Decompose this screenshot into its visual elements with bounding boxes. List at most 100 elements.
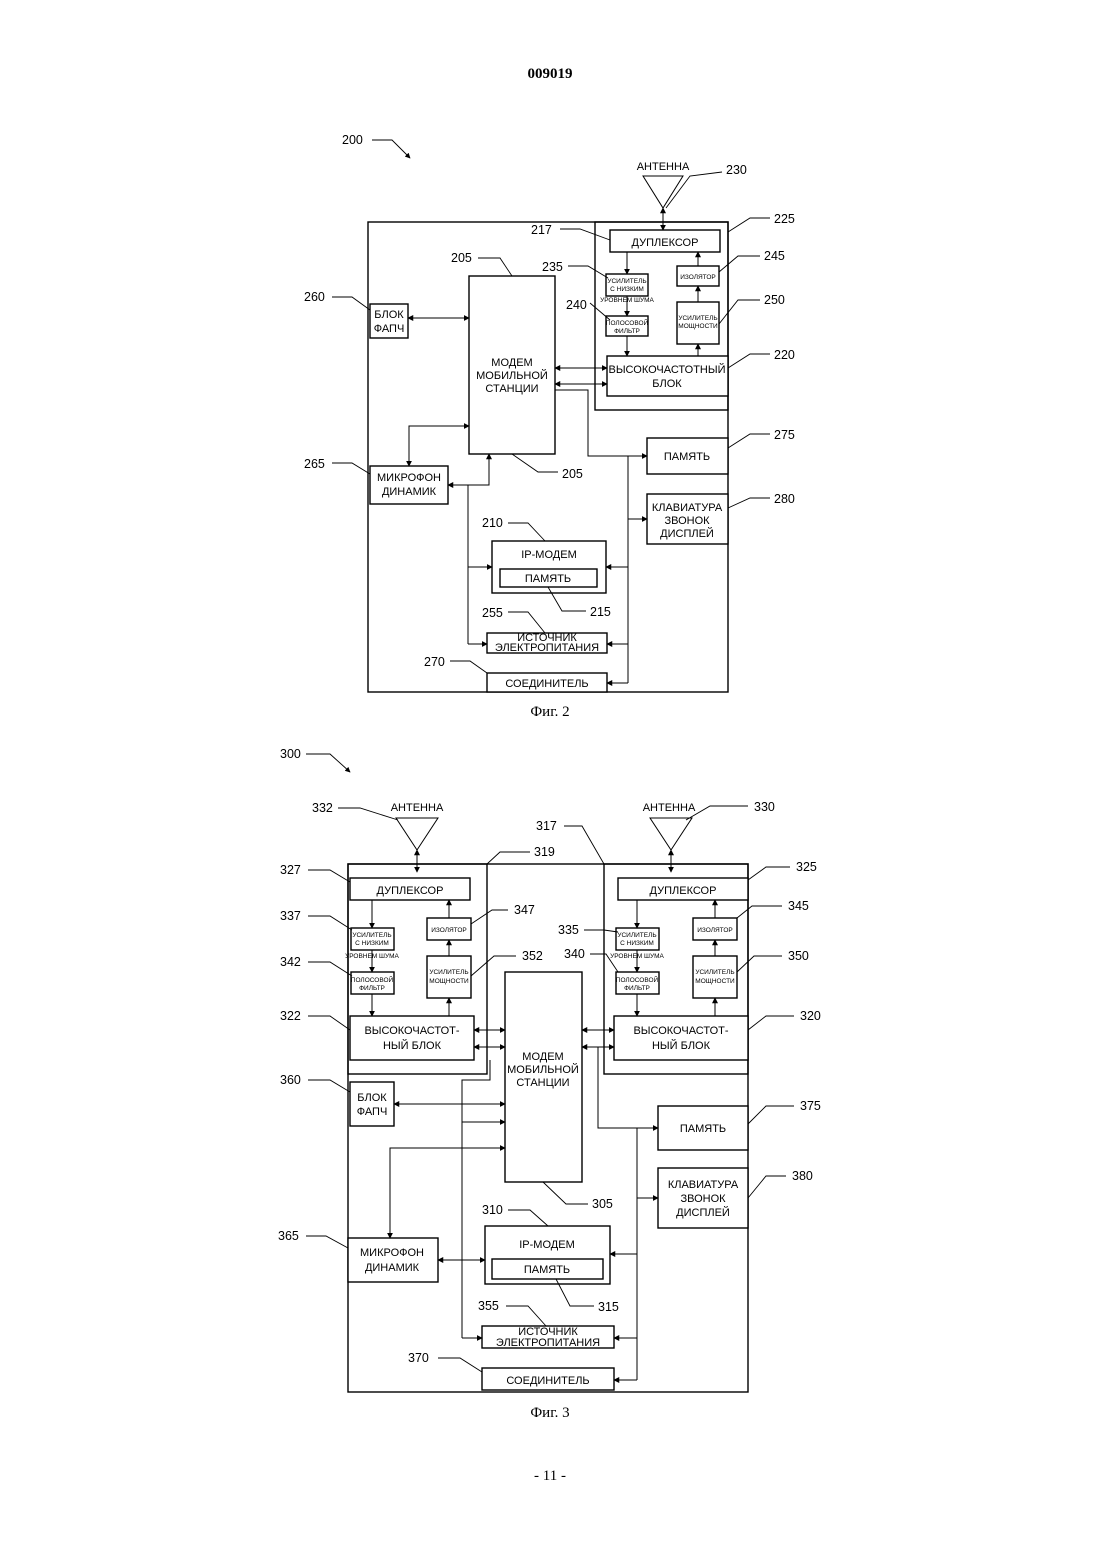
rf-right-label-2: НЫЙ БЛОК bbox=[652, 1039, 711, 1052]
ref-275: 275 bbox=[774, 428, 795, 442]
figure-2-caption: Фиг. 2 bbox=[530, 704, 569, 720]
kbd-label-3: ДИСПЛЕЙ bbox=[676, 1206, 730, 1219]
ref-335: 335 bbox=[558, 923, 579, 937]
duplexer-label: ДУПЛЕКСОР bbox=[632, 237, 699, 249]
ref-310: 310 bbox=[482, 1203, 503, 1217]
lna-left-label-1: УСИЛИТЕЛЬ bbox=[352, 932, 391, 939]
ref-375: 375 bbox=[800, 1099, 821, 1113]
bpf-left-label-2: ФИЛЬТР bbox=[359, 985, 385, 992]
pa-label-1: УСИЛИТЕЛЬ bbox=[678, 315, 717, 322]
figure-2: АНТЕННА ДУПЛЕКСОР УСИЛИТЕЛЬ С НИЗКИМ УРО… bbox=[0, 128, 1100, 728]
pa-right-box bbox=[693, 956, 737, 998]
rf-label-2: БЛОК bbox=[652, 378, 682, 390]
antenna-right-icon bbox=[650, 818, 692, 850]
isolator-label: ИЗОЛЯТОР bbox=[680, 274, 716, 281]
ref-340: 340 bbox=[564, 947, 585, 961]
ref-320: 320 bbox=[800, 1009, 821, 1023]
ref-347: 347 bbox=[514, 903, 535, 917]
modem-label-2: МОБИЛЬНОЙ bbox=[507, 1063, 579, 1076]
bpf-label-1: ПОЛОСОВОЙ bbox=[606, 318, 649, 327]
connector-label: СОЕДИНИТЕЛЬ bbox=[505, 678, 588, 690]
page-number: 009019 bbox=[0, 66, 1100, 83]
ref-352: 352 bbox=[522, 949, 543, 963]
ref-315: 315 bbox=[598, 1300, 619, 1314]
ref-330: 330 bbox=[754, 800, 775, 814]
rf-block-right-box bbox=[614, 1016, 748, 1060]
antenna-left-label: АНТЕННА bbox=[391, 802, 444, 814]
ref-355: 355 bbox=[478, 1299, 499, 1313]
figure-2-diagram: АНТЕННА ДУПЛЕКСОР УСИЛИТЕЛЬ С НИЗКИМ УРО… bbox=[0, 128, 1100, 728]
duplexer-left-label: ДУПЛЕКСОР bbox=[377, 885, 444, 897]
isolator-right-label: ИЗОЛЯТОР bbox=[697, 927, 733, 934]
lna-left-label-2: С НИЗКИМ bbox=[355, 940, 389, 947]
kbd-label-1: КЛАВИАТУРА bbox=[668, 1179, 739, 1191]
pa-right-label-2: МОЩНОСТИ bbox=[695, 978, 735, 985]
pll-label-1: БЛОК bbox=[357, 1092, 387, 1104]
ref-225: 225 bbox=[774, 212, 795, 226]
rf-block-left-box bbox=[350, 1016, 474, 1060]
ref-345: 345 bbox=[788, 899, 809, 913]
ref-215: 215 bbox=[590, 605, 611, 619]
figure-3: АНТЕННА АНТЕННА ДУПЛЕКСОР УСИЛИТЕЛЬ С НИ… bbox=[0, 740, 1100, 1430]
power-label-2: ЭЛЕКТРОПИТАНИЯ bbox=[495, 642, 599, 654]
antenna-right-label: АНТЕННА bbox=[643, 802, 696, 814]
connector-label: СОЕДИНИТЕЛЬ bbox=[506, 1375, 589, 1387]
ref-370: 370 bbox=[408, 1351, 429, 1365]
rf-right-label-1: ВЫСОКОЧАСТОТ- bbox=[633, 1025, 728, 1037]
ref-350: 350 bbox=[788, 949, 809, 963]
ref-380: 380 bbox=[792, 1169, 813, 1183]
ref-332: 332 bbox=[312, 801, 333, 815]
antenna-icon bbox=[643, 176, 683, 208]
ref-280: 280 bbox=[774, 492, 795, 506]
mic-label-2: ДИНАМИК bbox=[365, 1262, 420, 1274]
ref-210: 210 bbox=[482, 516, 503, 530]
lna-label-1: УСИЛИТЕЛЬ bbox=[607, 278, 646, 285]
ref-205-bottom: 205 bbox=[562, 467, 583, 481]
pll-label-2: ФАПЧ bbox=[357, 1106, 388, 1118]
ref-255: 255 bbox=[482, 606, 503, 620]
ref-270: 270 bbox=[424, 655, 445, 669]
kbd-label-2: ЗВОНОК bbox=[680, 1193, 726, 1205]
ref-220: 220 bbox=[774, 348, 795, 362]
ref-305: 305 bbox=[592, 1197, 613, 1211]
bpf-right-label-1: ПОЛОСОВОЙ bbox=[616, 975, 659, 984]
ip-modem-label: IP-МОДЕМ bbox=[521, 549, 576, 561]
bpf-right-label-2: ФИЛЬТР bbox=[624, 985, 650, 992]
ref-235: 235 bbox=[542, 260, 563, 274]
ref-365: 365 bbox=[278, 1229, 299, 1243]
ref-342: 342 bbox=[280, 955, 301, 969]
ref-260: 260 bbox=[304, 290, 325, 304]
memory-label: ПАМЯТЬ bbox=[664, 451, 710, 463]
kbd-label-1: КЛАВИАТУРА bbox=[652, 502, 723, 514]
mic-label-2: ДИНАМИК bbox=[382, 486, 437, 498]
ref-230: 230 bbox=[726, 163, 747, 177]
rf-label-1: ВЫСОКОЧАСТОТНЫЙ bbox=[608, 363, 725, 376]
pll-label-2: ФАПЧ bbox=[374, 323, 405, 335]
modem-label-1: МОДЕМ bbox=[491, 357, 532, 369]
rf-left-label-2: НЫЙ БЛОК bbox=[383, 1039, 442, 1052]
modem-label-1: МОДЕМ bbox=[522, 1051, 563, 1063]
modem-label-3: СТАНЦИИ bbox=[516, 1077, 569, 1089]
ref-217: 217 bbox=[531, 223, 552, 237]
antenna-left-icon bbox=[396, 818, 438, 850]
rf-block-box bbox=[607, 356, 728, 396]
ref-319: 319 bbox=[534, 845, 555, 859]
pa-left-label-1: УСИЛИТЕЛЬ bbox=[429, 969, 468, 976]
ref-337: 337 bbox=[280, 909, 301, 923]
lna-label-2: С НИЗКИМ bbox=[610, 286, 644, 293]
ref-325: 325 bbox=[796, 860, 817, 874]
mic-label-1: МИКРОФОН bbox=[360, 1247, 424, 1259]
ref-250: 250 bbox=[764, 293, 785, 307]
modem-label-3: СТАНЦИИ bbox=[485, 383, 538, 395]
ref-240: 240 bbox=[566, 298, 587, 312]
kbd-label-3: ДИСПЛЕЙ bbox=[660, 527, 714, 540]
ip-memory-label: ПАМЯТЬ bbox=[525, 573, 571, 585]
ip-memory-label: ПАМЯТЬ bbox=[524, 1264, 570, 1276]
pa-left-box bbox=[427, 956, 471, 998]
isolator-left-label: ИЗОЛЯТОР bbox=[431, 927, 467, 934]
ref-360: 360 bbox=[280, 1073, 301, 1087]
pll-box bbox=[350, 1082, 394, 1126]
ref-322: 322 bbox=[280, 1009, 301, 1023]
figure-3-caption: Фиг. 3 bbox=[530, 1405, 569, 1421]
modem-label-2: МОБИЛЬНОЙ bbox=[476, 369, 548, 382]
